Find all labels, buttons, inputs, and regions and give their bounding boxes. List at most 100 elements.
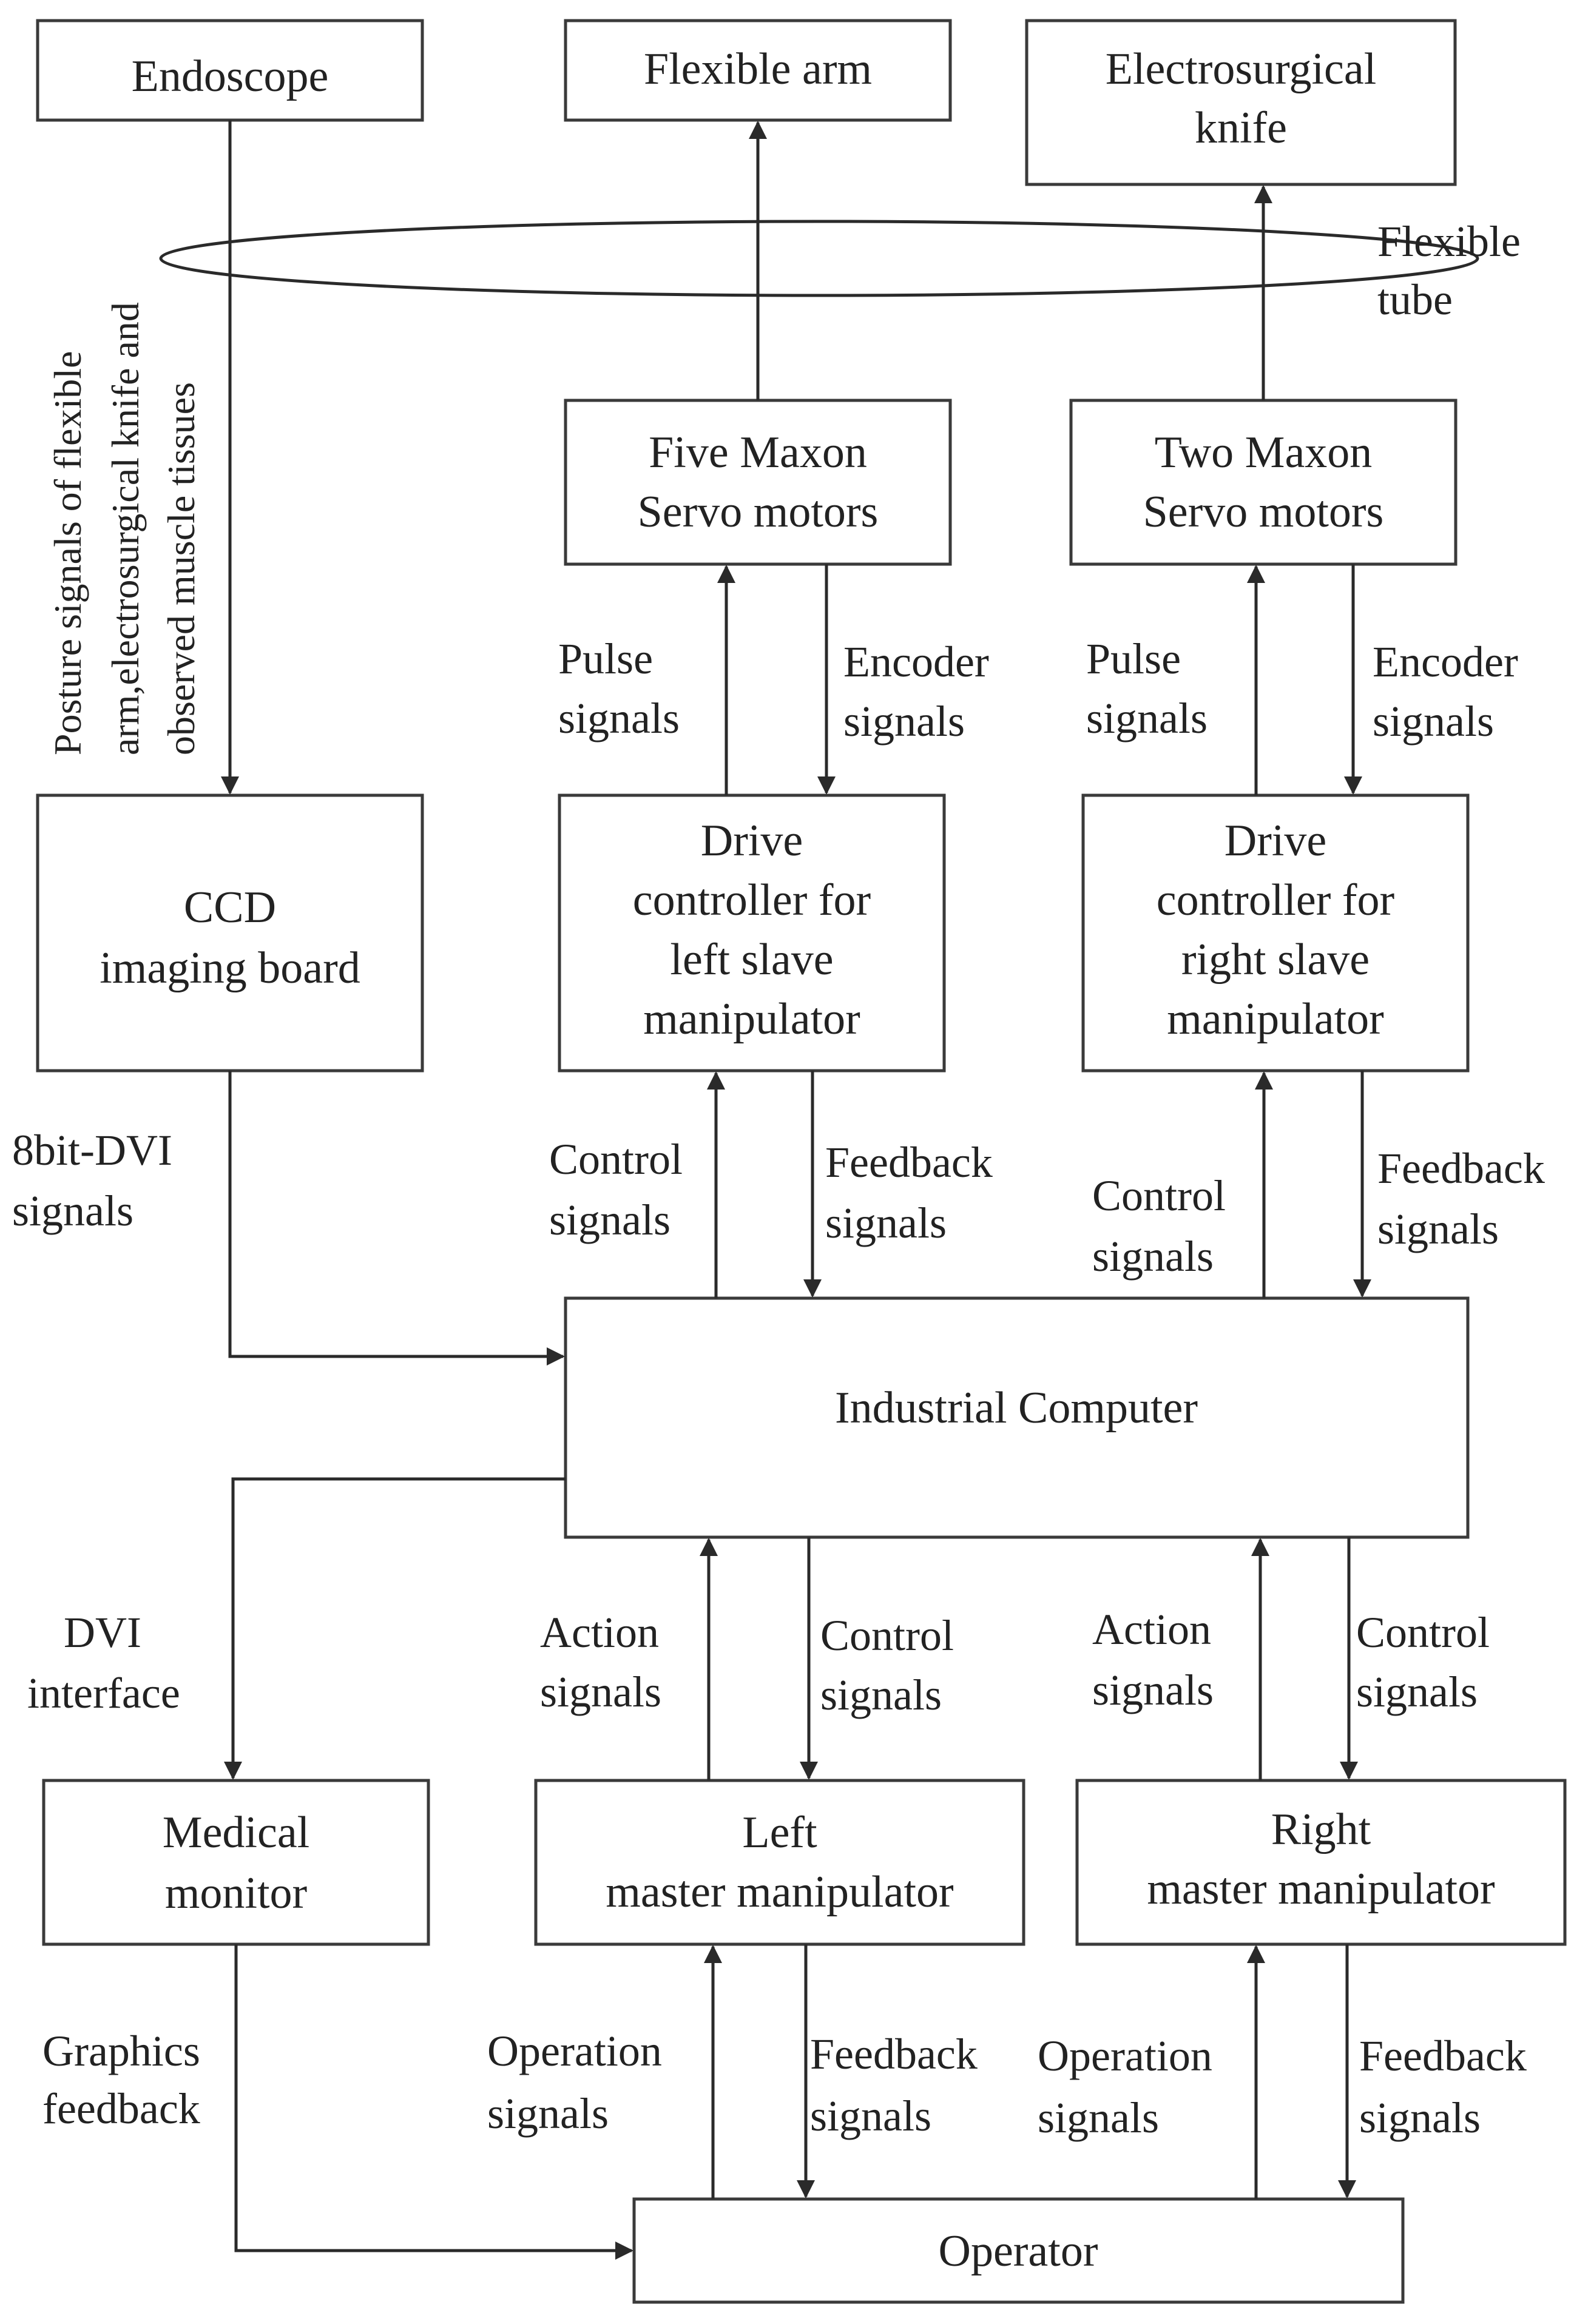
label-action-right-1: Action	[1092, 1605, 1211, 1654]
label-control-right-up-2: signals	[1092, 1232, 1214, 1281]
right-master-manipulator-node: Right master manipulator	[1075, 1779, 1567, 1946]
label-encoder-left-2: signals	[843, 697, 965, 746]
svg-text:observed muscle tissues: observed muscle tissues	[160, 382, 203, 755]
svg-text:Pulse: Pulse	[558, 635, 653, 683]
ccd-label-1: CCD	[184, 883, 276, 932]
svg-text:interface: interface	[27, 1669, 180, 1717]
drive-left-label-3: left slave	[670, 935, 833, 985]
svg-text:signals: signals	[1377, 1205, 1499, 1253]
label-feedback-left-down-1: Feedback	[810, 2030, 978, 2078]
label-feedback-right-up-2: signals	[1377, 1205, 1499, 1253]
svg-text:signals: signals	[12, 1187, 133, 1235]
label-encoder-right-1: Encoder	[1373, 638, 1518, 686]
drive-right-label-1: Drive	[1224, 816, 1327, 866]
right-master-label-1: Right	[1271, 1805, 1371, 1854]
svg-text:Servo motors: Servo motors	[1143, 487, 1384, 537]
label-feedback-right-down-1: Feedback	[1359, 2032, 1527, 2080]
electrosurgical-knife-label-1: Electrosurgical	[1106, 44, 1377, 94]
medical-monitor-node: Medical monitor	[42, 1779, 430, 1946]
label-feedback-left-up: Feedback signals	[825, 1138, 993, 1247]
label-action-right: Action signals	[1092, 1605, 1214, 1714]
svg-text:Right: Right	[1271, 1805, 1371, 1854]
svg-text:manipulator: manipulator	[643, 994, 860, 1044]
industrial-computer-node: Industrial Computer	[564, 1296, 1470, 1539]
label-feedback-left-up-1: Feedback	[825, 1138, 993, 1187]
svg-text:Two Maxon: Two Maxon	[1155, 428, 1373, 477]
label-control-right-up: Control signals	[1092, 1171, 1226, 1281]
svg-text:CCD: CCD	[184, 883, 276, 932]
label-graphics-feedback-1: Graphics	[42, 2027, 200, 2075]
label-control-left-down-1: Control	[820, 1611, 954, 1660]
svg-text:signals: signals	[1086, 694, 1208, 743]
svg-text:signals: signals	[558, 694, 680, 743]
svg-text:signals: signals	[810, 2092, 931, 2140]
label-graphics-feedback-2: feedback	[42, 2084, 200, 2133]
label-feedback-right-down: Feedback signals	[1359, 2032, 1527, 2142]
svg-text:Posture signals of flexible: Posture signals of flexible	[46, 351, 89, 755]
svg-text:controller for: controller for	[633, 875, 871, 925]
svg-text:Medical: Medical	[163, 1808, 309, 1858]
drive-left-label-1: Drive	[701, 816, 803, 866]
label-action-left: Action signals	[540, 1608, 661, 1716]
svg-text:Drive: Drive	[1224, 816, 1327, 866]
label-encoder-right: Encoder signals	[1373, 638, 1518, 746]
svg-text:Operation: Operation	[1038, 2032, 1212, 2080]
svg-text:Pulse: Pulse	[1086, 635, 1181, 683]
drive-right-label-2: controller for	[1157, 875, 1394, 925]
svg-text:Encoder: Encoder	[1373, 638, 1518, 686]
svg-text:Feedback: Feedback	[1377, 1144, 1545, 1193]
electrosurgical-knife-label-2: knife	[1195, 103, 1287, 153]
label-operation-left-1: Operation	[487, 2027, 662, 2075]
svg-text:arm,electrosurgical knife and: arm,electrosurgical knife and	[104, 302, 147, 755]
svg-text:signals: signals	[825, 1199, 947, 1247]
label-control-right-down-1: Control	[1356, 1608, 1490, 1657]
five-maxon-label-1: Five Maxon	[649, 428, 867, 477]
label-operation-right: Operation signals	[1038, 2032, 1212, 2142]
label-pulse-left-1: Pulse	[558, 635, 653, 683]
label-action-right-2: signals	[1092, 1666, 1214, 1714]
svg-text:signals: signals	[1356, 1668, 1478, 1716]
label-encoder-left: Encoder signals	[843, 638, 989, 746]
label-control-left-down-2: signals	[820, 1671, 942, 1719]
label-control-left-up-2: signals	[549, 1196, 671, 1244]
label-control-right-down-2: signals	[1356, 1668, 1478, 1716]
left-master-label-2: master manipulator	[606, 1867, 953, 1917]
label-pulse-right-2: signals	[1086, 694, 1208, 743]
medical-monitor-label-2: monitor	[165, 1868, 307, 1918]
label-flexible-tube: Flexible tube	[1377, 217, 1521, 324]
drive-right-label-4: manipulator	[1167, 994, 1384, 1044]
label-control-left-up: Control signals	[549, 1135, 683, 1244]
edge-ccd-computer	[228, 1071, 565, 1366]
svg-text:knife: knife	[1195, 103, 1287, 153]
label-flexible-tube-2: tube	[1377, 275, 1453, 324]
svg-text:Feedback: Feedback	[810, 2030, 978, 2078]
label-feedback-right-up-1: Feedback	[1377, 1144, 1545, 1193]
drive-right-label-3: right slave	[1181, 935, 1370, 985]
label-flexible-tube-1: Flexible	[1377, 217, 1521, 266]
ccd-imaging-board-node: CCD imaging board	[36, 793, 424, 1073]
svg-text:Five Maxon: Five Maxon	[649, 428, 867, 477]
industrial-computer-label: Industrial Computer	[835, 1383, 1198, 1433]
five-maxon-servo-node: Five Maxon Servo motors	[564, 399, 952, 566]
drive-left-label-2: controller for	[633, 875, 871, 925]
svg-text:Flexible: Flexible	[1377, 217, 1521, 266]
svg-text:tube: tube	[1377, 275, 1453, 324]
svg-text:signals: signals	[820, 1671, 942, 1719]
left-master-label-1: Left	[742, 1808, 817, 1858]
label-feedback-left-up-2: signals	[825, 1199, 947, 1247]
endoscope-node: Endoscope	[36, 19, 424, 122]
svg-text:Operator: Operator	[939, 2226, 1098, 2276]
svg-text:Left: Left	[742, 1808, 817, 1858]
label-feedback-left-down-2: signals	[810, 2092, 931, 2140]
label-pulse-right-1: Pulse	[1086, 635, 1181, 683]
svg-text:Electrosurgical: Electrosurgical	[1106, 44, 1377, 94]
svg-text:Action: Action	[540, 1608, 659, 1657]
svg-text:Servo motors: Servo motors	[638, 487, 879, 537]
svg-text:signals: signals	[1092, 1232, 1214, 1281]
svg-text:signals: signals	[843, 697, 965, 746]
svg-text:Flexible arm: Flexible arm	[644, 44, 872, 94]
electrosurgical-knife-node: Electrosurgical knife	[1025, 19, 1457, 186]
endoscope-label: Endoscope	[132, 52, 329, 101]
label-posture-signals: Posture signals of flexible arm,electros…	[46, 302, 203, 755]
svg-text:imaging board: imaging board	[100, 943, 360, 993]
